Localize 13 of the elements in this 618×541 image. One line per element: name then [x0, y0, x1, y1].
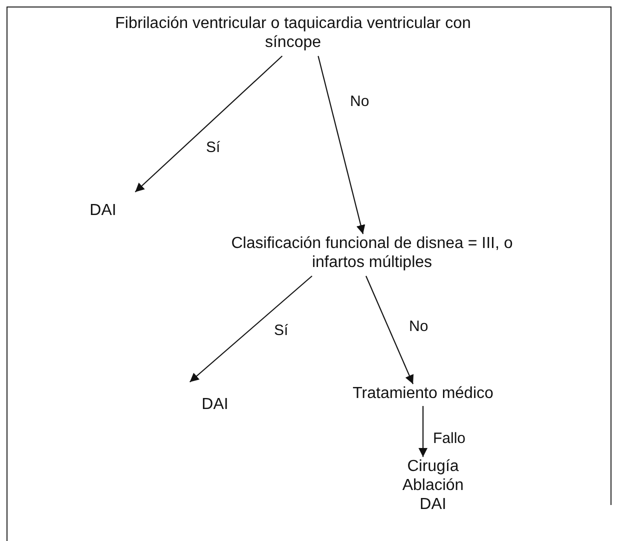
- node-text: Ablación: [402, 476, 464, 495]
- arrow: [318, 56, 366, 234]
- arrow: [366, 276, 414, 384]
- node-text: Cirugía: [407, 457, 459, 476]
- node-text: Clasificación funcional de disnea = III, o infartos múltiples: [230, 234, 514, 272]
- node-text: DAI: [90, 201, 116, 220]
- arrow: [189, 276, 312, 382]
- node-text: Tratamiento médico: [352, 384, 494, 403]
- arrow: [134, 56, 283, 192]
- arrow: [418, 406, 428, 457]
- node-text: DAI: [202, 395, 228, 414]
- node-text: Fibrilación ventricular o taquicardia ventricular con síncope: [114, 14, 472, 52]
- node-text: DAI: [420, 495, 446, 514]
